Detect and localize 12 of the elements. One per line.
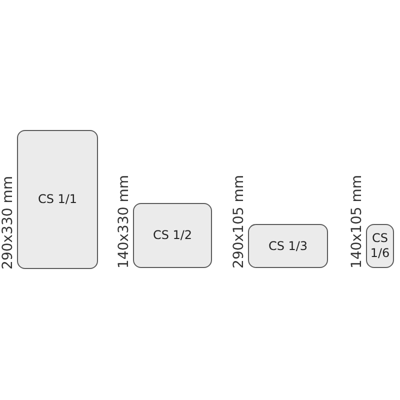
size-label: CS 1/6: [369, 231, 391, 261]
container-box: [366, 224, 394, 268]
dimension-label: 140x105 mm: [349, 175, 365, 268]
size-label: CS 1/1: [38, 192, 78, 207]
dimension-label: 290x330 mm: [0, 176, 16, 270]
container-box: [133, 203, 212, 268]
dimension-label: 290x105 mm: [231, 175, 247, 268]
container-box: [17, 130, 98, 269]
size-label: CS 1/3: [268, 238, 308, 254]
size-label: CS 1/2: [152, 228, 192, 243]
dimension-label: 140x330 mm: [116, 175, 132, 268]
container-box: [248, 224, 328, 268]
